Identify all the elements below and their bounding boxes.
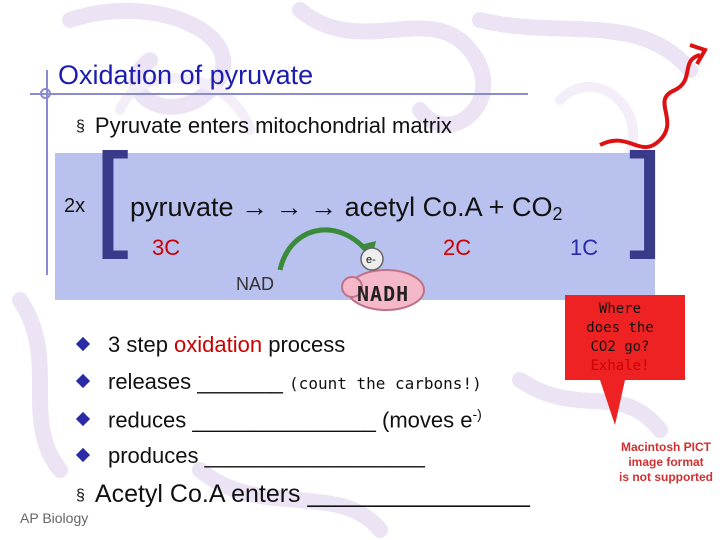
eq-products: acetyl Co.A + CO (344, 192, 553, 222)
multiplier: 2x (64, 195, 86, 217)
nad-label: NAD (236, 274, 275, 294)
title-vertical-rule (46, 70, 48, 275)
list-item: produces __________________ (75, 443, 425, 469)
squiggle-arrow (599, 53, 701, 150)
bubble-line-3: CO2 go? (590, 339, 650, 355)
eq-reactant: pyruvate (130, 192, 234, 222)
eq-subscript: 2 (552, 204, 563, 224)
speech-bubble (565, 295, 685, 425)
nadh-label: NADH (357, 282, 410, 306)
bullet-symbol: § (76, 118, 85, 135)
diamond-bullet-icon (75, 447, 91, 463)
right-bracket: ] (618, 130, 666, 272)
list-item: reduces _______________ (moves e-) (75, 406, 482, 433)
diamond-bullet-icon (75, 336, 91, 352)
bubble-line-2: does the (586, 320, 654, 336)
bubble-text: Where does the CO2 go? Exhale! (560, 300, 680, 376)
pict-placeholder: Macintosh PICT image format is not suppo… (619, 440, 713, 484)
title-rule (48, 93, 528, 95)
bullet-pyruvate-enters: § Pyruvate enters mitochondrial matrix (76, 113, 452, 139)
bubble-line-1: Where (598, 301, 642, 317)
diamond-bullet-icon (75, 373, 91, 389)
equation-band (55, 153, 655, 300)
list-item: releases _______ (count the carbons!) (75, 369, 482, 395)
eq-arrows: → → → (241, 192, 338, 222)
footer-label: AP Biology (20, 510, 89, 526)
diamond-bullet-icon (75, 412, 91, 427)
pig-icon: e- (341, 247, 425, 311)
bullet-text: Pyruvate enters mitochondrial matrix (94, 113, 452, 138)
bullet-acetyl-coa: §Acetyl Co.A enters ________________ (76, 480, 530, 508)
list-item: 3 step oxidation process (75, 332, 345, 358)
carbon-count-3c: 3C (152, 235, 181, 260)
carbon-count-2c: 2C (443, 235, 472, 260)
carbon-count-1c: 1C (570, 235, 599, 260)
slide-title: Oxidation of pyruvate (58, 60, 314, 90)
electron-label: e- (366, 254, 376, 266)
bubble-line-4: Exhale! (590, 358, 650, 374)
reaction-equation: pyruvate → → → acetyl Co.A + CO2 (130, 192, 562, 225)
left-bracket: [ (92, 130, 140, 272)
